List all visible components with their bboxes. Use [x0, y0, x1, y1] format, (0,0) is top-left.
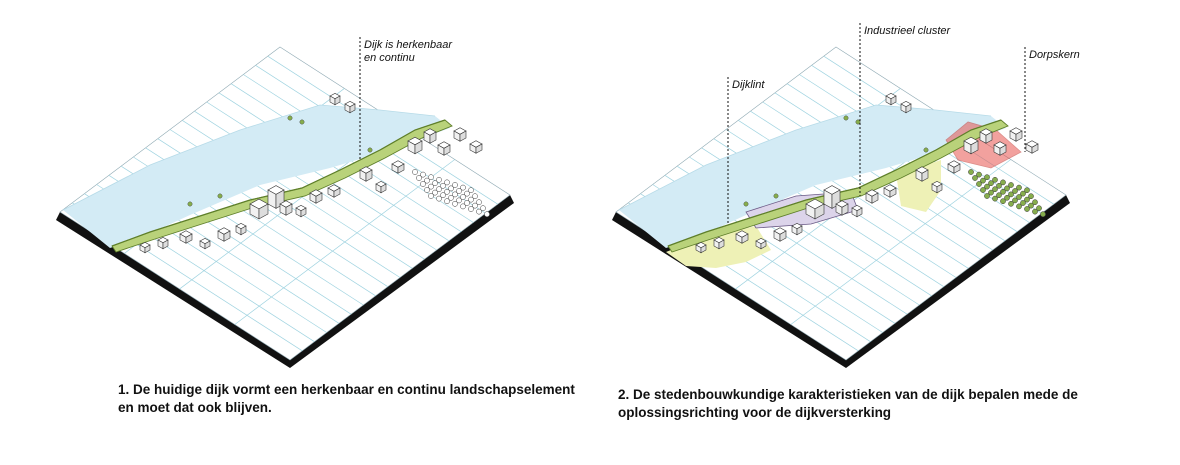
callout-dijklint: Dijklint	[727, 77, 765, 224]
callout-industrieel-cluster-label: Industrieel cluster	[864, 25, 952, 37]
trees	[187, 115, 490, 218]
buildings	[695, 92, 1039, 254]
callout-dijk-label: en continu	[364, 52, 415, 64]
callout-dorpskern: Dorpskern	[1024, 47, 1080, 152]
river	[63, 105, 450, 248]
callout-dijk-label: Dijk is herkenbaar	[364, 39, 453, 51]
slab-side-left	[56, 212, 290, 368]
buildings	[139, 92, 483, 254]
callout-dijklint-label: Dijklint	[732, 79, 765, 91]
callout-industrieel-cluster: Industrieel cluster	[859, 23, 952, 196]
callout-dorpskern-label: Dorpskern	[1029, 49, 1080, 61]
caption-panel-1: 1. De huidige dijk vormt een herkenbaar …	[118, 382, 575, 415]
slab-side-right	[290, 195, 514, 368]
slab-side-right	[846, 195, 1070, 368]
caption-panel-2: 2. De stedenbouwkundige karakteristieken…	[618, 387, 1078, 420]
river	[619, 105, 1006, 248]
trees	[743, 115, 1046, 218]
